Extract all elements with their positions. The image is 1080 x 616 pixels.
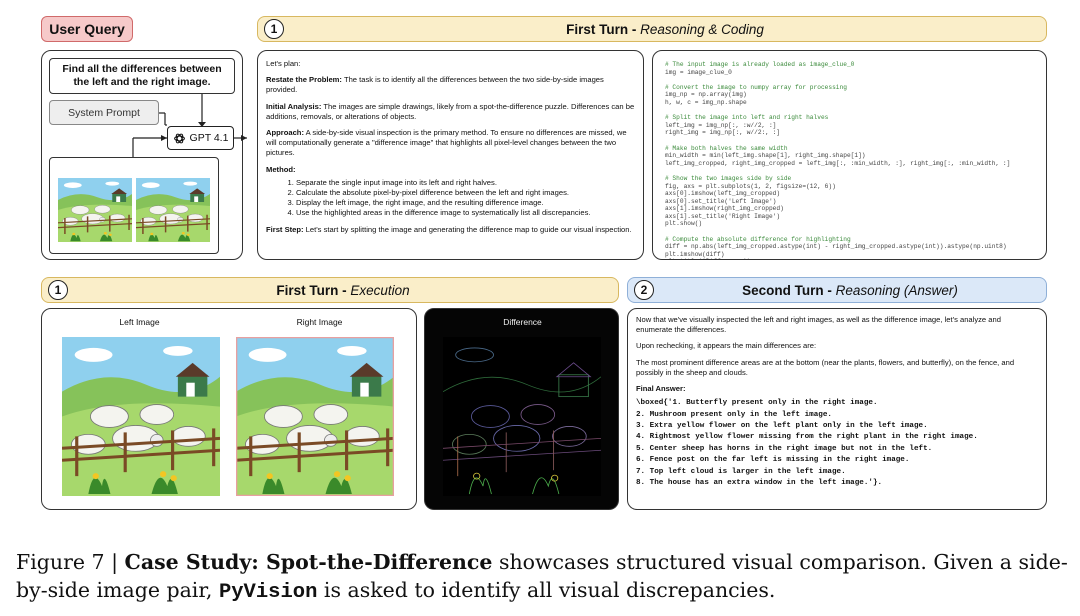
code-line: # Make both halves the same width <box>665 144 788 152</box>
code-line: img = image_clue_0 <box>665 68 732 76</box>
answer-prominent: The most prominent difference areas are … <box>636 357 1015 377</box>
header-title: Second Turn - Reasoning (Answer) <box>742 282 958 298</box>
difference-image <box>443 337 601 496</box>
method-step: Display the left image, the right image,… <box>296 198 635 208</box>
query-image <box>58 178 210 242</box>
code-line: left_img_cropped, right_img_cropped = le… <box>665 159 1011 167</box>
second-turn-panel: Now that we've visually inspected the le… <box>627 308 1047 510</box>
answer-line: 3. Extra yellow flower on the left plant… <box>636 422 928 431</box>
method-step: Calculate the absolute pixel-by-pixel di… <box>296 188 635 198</box>
code-line <box>665 167 1038 175</box>
code-line: # Show the two images side by side <box>665 174 792 182</box>
final-answer-list: \boxed{'1. Butterfly present only in the… <box>636 398 1038 489</box>
system-prompt-label: System Prompt <box>68 106 140 119</box>
first-step-paragraph: First Step: Let's start by splitting the… <box>266 224 632 234</box>
step-number-badge: 1 <box>264 19 284 39</box>
code-line: img_np = np.array(img) <box>665 91 747 99</box>
figure-caption: Figure 7 | Case Study: Spot-the-Differen… <box>16 548 1076 607</box>
code-line <box>665 228 1038 236</box>
code-block: # The input image is already loaded as i… <box>665 61 1038 259</box>
execution-panel: Left Image Right Image <box>41 308 417 510</box>
left-image-title: Left Image <box>119 317 160 327</box>
first-turn-execution-header: 1 First Turn - Execution <box>41 277 619 303</box>
step-number-badge: 2 <box>634 280 654 300</box>
code-line: plt.show() <box>665 220 703 228</box>
answer-line: \boxed{'1. Butterfly present only in the… <box>636 399 878 408</box>
answer-recheck: Upon rechecking, it appears the main dif… <box>636 341 817 351</box>
header-title-sub: Execution <box>350 282 410 298</box>
answer-line: 5. Center sheep has horns in the right i… <box>636 444 933 453</box>
code-line <box>665 137 1038 145</box>
code-line: axs[1].imshow(right_img_cropped) <box>665 205 784 213</box>
code-line: plt.imshow(diff) <box>665 250 725 258</box>
restate-paragraph: Restate the Problem: The task is to iden… <box>266 75 604 95</box>
openai-logo-icon <box>173 133 185 143</box>
method-step: Separate the single input image into its… <box>296 178 635 188</box>
code-line: # Convert the image to numpy array for p… <box>665 83 847 91</box>
caption-bold: Case Study: Spot-the-Difference <box>124 550 493 574</box>
code-line: axs[1].set_title('Right Image') <box>665 212 781 220</box>
answer-intro: Now that we've visually inspected the le… <box>636 315 1001 335</box>
user-query-text-box: Find all the differences between the lef… <box>49 58 235 94</box>
system-prompt-box: System Prompt <box>49 100 159 125</box>
header-title-sub: Reasoning (Answer) <box>835 282 958 298</box>
answer-line: 2. Mushroom present only in the left ima… <box>636 410 832 419</box>
first-turn-reasoning-header: 1 First Turn - Reasoning & Coding <box>257 16 1047 42</box>
header-title-main: First Turn <box>566 21 629 37</box>
difference-title: Difference <box>503 317 542 327</box>
code-line: axs[0].imshow(left_img_cropped) <box>665 190 781 198</box>
user-query-arrows <box>132 94 247 158</box>
answer-line: 7. Top left cloud is larger in the left … <box>636 467 846 476</box>
caption-mid: showcases structured visual comparison. … <box>16 550 1068 602</box>
caption-suffix: is asked to identify all visual discrepa… <box>317 578 776 602</box>
code-line: plt.title('Difference') <box>665 258 1038 259</box>
gpt-model-label: GPT 4.1 <box>189 132 229 144</box>
code-line <box>665 107 1038 115</box>
method-steps: Separate the single input image into its… <box>266 178 635 219</box>
user-query-label: User Query <box>41 16 133 42</box>
code-line: h, w, c = img_np.shape <box>665 98 747 106</box>
right-image-title: Right Image <box>296 317 343 327</box>
right-image <box>236 337 394 496</box>
reasoning-panel: Let's plan: Restate the Problem: The tas… <box>257 50 644 260</box>
header-title: First Turn - Execution <box>276 282 410 298</box>
code-line: right_img = img_np[:, w//2:, :] <box>665 129 781 137</box>
left-image <box>62 337 220 496</box>
code-line: # Split the image into left and right ha… <box>665 114 829 122</box>
method-step: Use the highlighted areas in the differe… <box>296 208 635 218</box>
code-line: diff = np.abs(left_img_cropped.astype(in… <box>665 243 1007 251</box>
code-line: # The input image is already loaded as i… <box>665 61 855 68</box>
gpt-model-box: GPT 4.1 <box>167 126 234 150</box>
code-line: min_width = min(left_img.shape[1], right… <box>665 152 866 160</box>
caption-prefix: Figure 7 | <box>16 550 125 574</box>
analysis-paragraph: Initial Analysis: The images are simple … <box>266 101 635 121</box>
method-heading: Method: <box>266 164 296 174</box>
header-title-main: Second Turn <box>742 282 824 298</box>
header-title-sub: Reasoning & Coding <box>640 21 764 37</box>
caption-tool-name: PyVision <box>218 581 318 604</box>
answer-line: 4. Rightmost yellow flower missing from … <box>636 433 978 442</box>
code-line <box>665 76 1038 84</box>
query-image-frame <box>49 157 219 254</box>
user-query-text: Find all the differences between the lef… <box>62 63 222 88</box>
second-turn-header: 2 Second Turn - Reasoning (Answer) <box>627 277 1047 303</box>
code-line: # Compute the absolute difference for hi… <box>665 235 851 243</box>
code-panel: # The input image is already loaded as i… <box>652 50 1047 260</box>
header-title-main: First Turn <box>276 282 339 298</box>
code-line: axs[0].set_title('Left Image') <box>665 197 777 205</box>
code-line: left_img = img_np[:, :w//2, :] <box>665 121 777 129</box>
difference-panel: Difference <box>424 308 619 510</box>
step-number-badge: 1 <box>48 280 68 300</box>
header-title: First Turn - Reasoning & Coding <box>566 21 764 37</box>
reasoning-intro: Let's plan: <box>266 59 301 68</box>
code-line: fig, axs = plt.subplots(1, 2, figsize=(1… <box>665 182 836 190</box>
final-answer-label: Final Answer: <box>636 384 686 394</box>
answer-line: 8. The house has an extra window in the … <box>636 479 883 488</box>
approach-paragraph: Approach: A side-by-side visual inspecti… <box>266 128 627 158</box>
answer-line: 6. Fence post on the far left is missing… <box>636 456 910 465</box>
